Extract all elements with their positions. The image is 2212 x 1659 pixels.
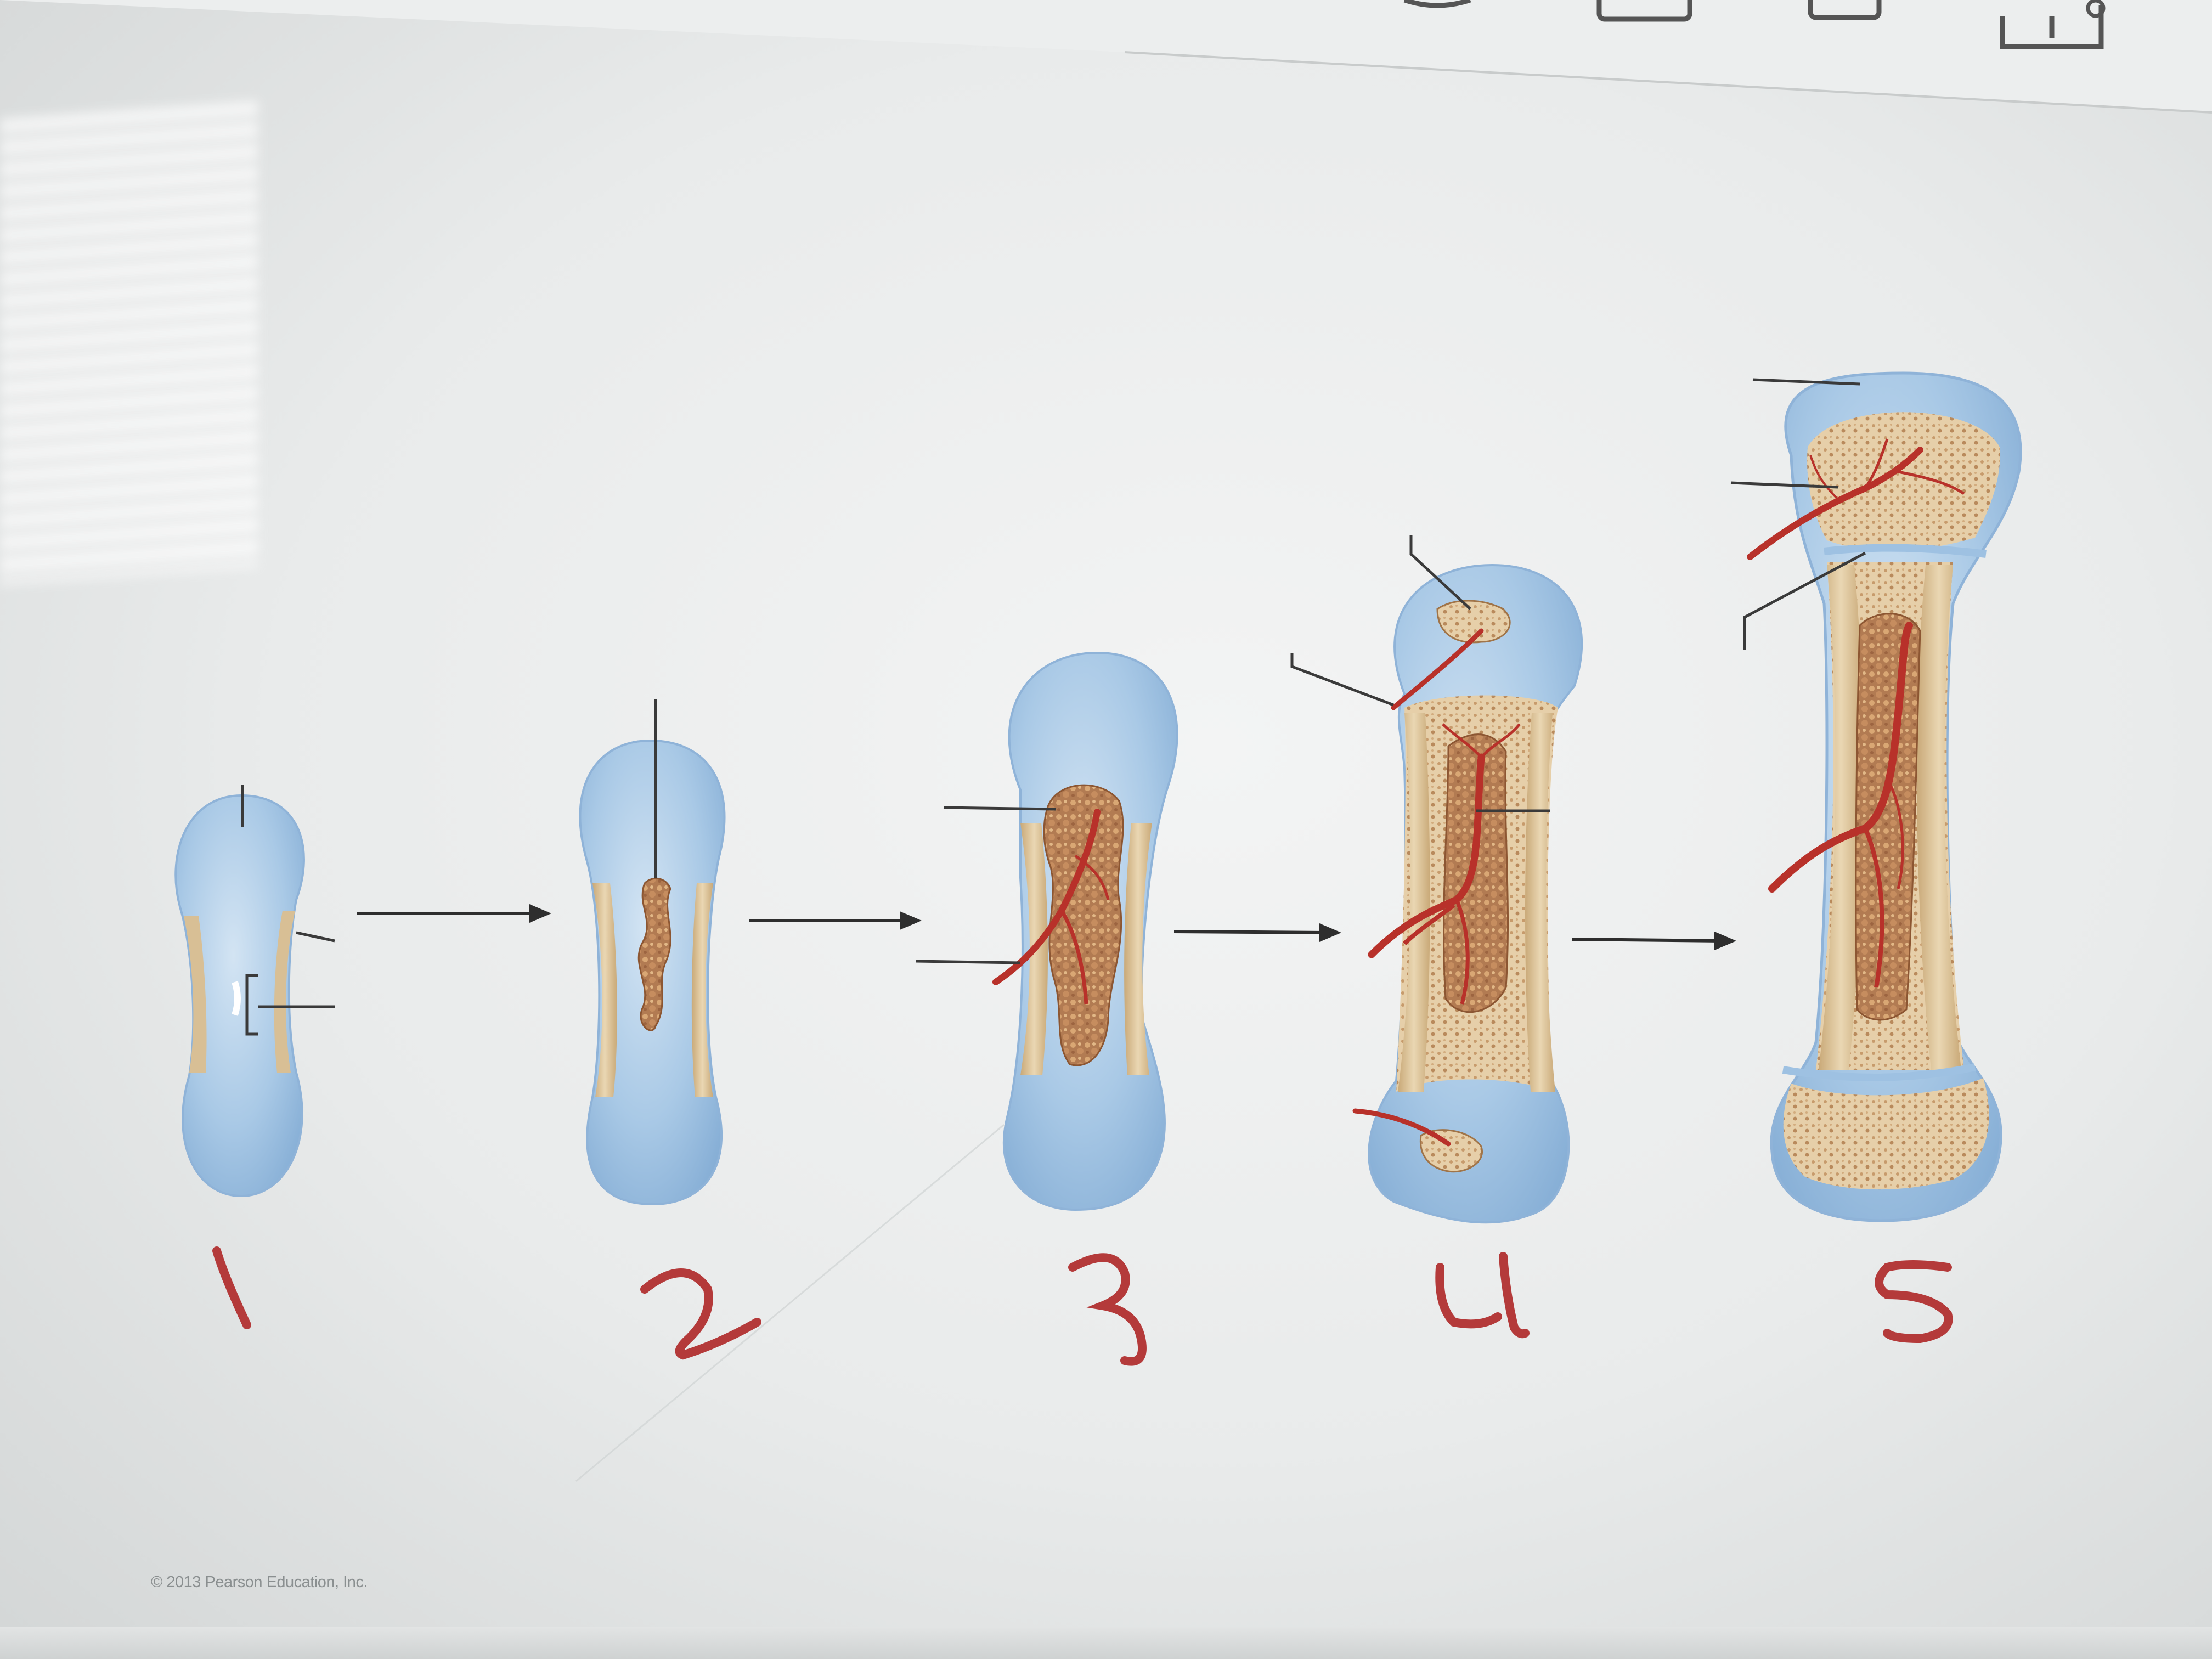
stage-1-cartilage-model: [176, 795, 304, 1196]
handwritten-number-3: [1073, 1257, 1142, 1361]
stage-3-cartilage-model: [996, 653, 1177, 1210]
handwritten-number-2: [645, 1273, 757, 1355]
arrow-3-to-4: [1174, 923, 1341, 942]
copyright-notice: © 2013 Pearson Education, Inc.: [151, 1573, 368, 1592]
arrow-2-to-3: [749, 911, 922, 930]
handwritten-number-1: [217, 1251, 247, 1325]
toolbar-area: [0, 0, 2212, 112]
stage-5-bone: [1750, 373, 2021, 1221]
arrow-1-to-2: [357, 904, 551, 923]
handwritten-number-4: [1440, 1256, 1525, 1334]
stage-4-bone: [1355, 565, 1582, 1222]
handwritten-number-5: [1879, 1265, 1948, 1339]
bottom-screen-edge: [0, 1627, 2212, 1659]
stage-2-cartilage-model: [580, 741, 724, 1204]
arrow-4-to-5: [1572, 932, 1736, 950]
